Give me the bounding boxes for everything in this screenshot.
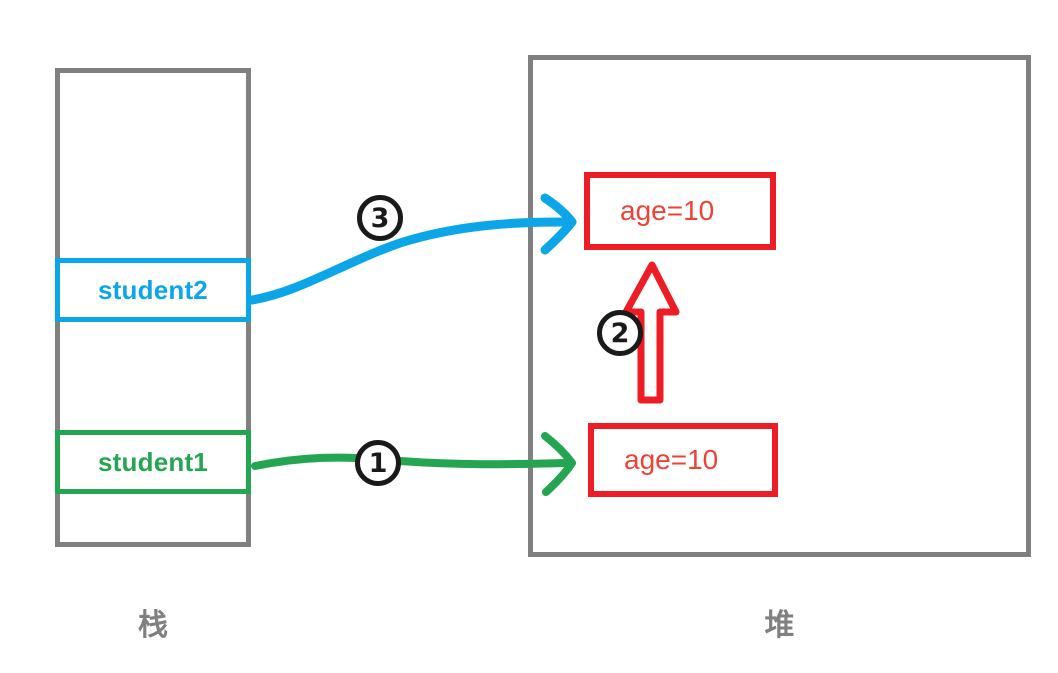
stack-caption-label: 栈 bbox=[138, 608, 168, 643]
step-marker-1: 1 bbox=[355, 440, 401, 486]
arrow-step-1-green bbox=[251, 432, 576, 496]
heap-caption-label: 堆 bbox=[764, 608, 795, 643]
stack-slot-student1[interactable]: student1 bbox=[55, 430, 251, 494]
step-marker-3: 3 bbox=[357, 195, 403, 241]
heap-object-lower[interactable]: age=10 bbox=[588, 423, 778, 497]
heap-object-upper[interactable]: age=10 bbox=[584, 172, 776, 250]
step-marker-2: 2 bbox=[597, 310, 643, 356]
stack-slot-student2[interactable]: student2 bbox=[55, 258, 251, 322]
arrow-step-3-blue bbox=[247, 193, 577, 305]
